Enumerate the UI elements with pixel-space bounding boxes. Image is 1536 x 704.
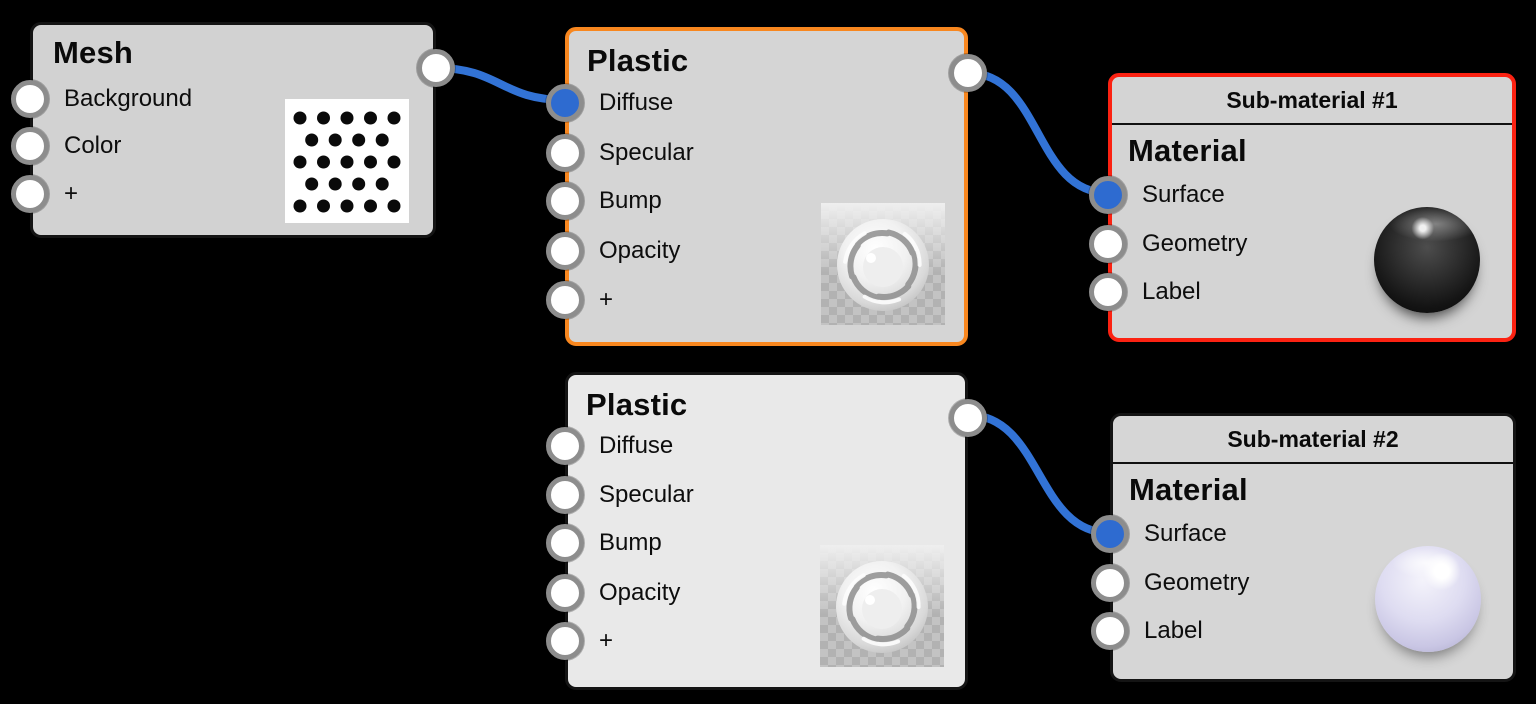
- node-title: Material: [1128, 133, 1247, 168]
- port-label: Geometry: [1144, 569, 1250, 596]
- port-label: Bump: [599, 529, 662, 556]
- port-row: +: [546, 622, 613, 660]
- output-port[interactable]: [949, 54, 987, 92]
- port-label: +: [64, 180, 79, 207]
- input-port-label[interactable]: [1091, 612, 1129, 650]
- input-port-bump[interactable]: [546, 182, 584, 220]
- port-row: Background: [11, 80, 192, 118]
- input-port-surface[interactable]: [1089, 176, 1127, 214]
- node-plastic-bottom[interactable]: Plastic Diffuse Specular Bump Opacity +: [546, 372, 987, 690]
- node-title: Material: [1129, 472, 1248, 507]
- halftone-pattern-thumbnail: [285, 99, 409, 223]
- input-port-specular[interactable]: [546, 134, 584, 172]
- port-row: Bump: [546, 182, 662, 220]
- wire-plastic2-to-submaterial2-surface[interactable]: [964, 411, 1114, 537]
- port-label: Specular: [599, 481, 694, 508]
- input-port-surface[interactable]: [1091, 515, 1129, 553]
- port-label: Diffuse: [599, 432, 674, 459]
- port-label: +: [599, 627, 614, 654]
- add-input-port-button[interactable]: [546, 622, 584, 660]
- input-port-background[interactable]: [11, 80, 49, 118]
- output-port[interactable]: [417, 49, 455, 87]
- node-plastic-top[interactable]: Plastic Diffuse Specular Bump Opacity +: [546, 27, 987, 346]
- port-row: Geometry: [1089, 225, 1247, 263]
- submaterial-header: Sub-material #2: [1113, 416, 1513, 464]
- port-row: Specular: [546, 476, 694, 514]
- node-mesh[interactable]: Mesh Background Color +: [11, 22, 455, 238]
- node-submaterial-2[interactable]: Sub-material #2 Material Surface Geometr…: [1091, 413, 1516, 682]
- add-input-port-button[interactable]: [546, 281, 584, 319]
- input-port-specular[interactable]: [546, 476, 584, 514]
- input-port-color[interactable]: [11, 127, 49, 165]
- node-submaterial-1[interactable]: Sub-material #1 Material Surface Geometr…: [1089, 73, 1516, 342]
- port-label: Color: [64, 132, 122, 159]
- port-label: Diffuse: [599, 89, 674, 116]
- add-input-port-button[interactable]: [11, 175, 49, 213]
- input-port-opacity[interactable]: [546, 574, 584, 612]
- port-row: Diffuse: [546, 427, 673, 465]
- input-port-geometry[interactable]: [1091, 564, 1129, 602]
- port-row: Opacity: [546, 574, 680, 612]
- port-label: Bump: [599, 187, 662, 214]
- material-preview-sphere: [1374, 207, 1480, 313]
- wire-plastic-to-submaterial1-surface[interactable]: [964, 69, 1112, 197]
- submaterial-header: Sub-material #1: [1112, 77, 1512, 125]
- port-row: Surface: [1091, 515, 1227, 553]
- node-title: Mesh: [53, 35, 134, 70]
- input-port-label[interactable]: [1089, 273, 1127, 311]
- output-port[interactable]: [949, 399, 987, 437]
- port-label: Label: [1144, 617, 1203, 644]
- shader-ball-thumbnail: [821, 203, 945, 325]
- port-row: Geometry: [1091, 564, 1249, 602]
- port-label: Opacity: [599, 237, 681, 264]
- input-port-diffuse[interactable]: [546, 84, 584, 122]
- port-row: Opacity: [546, 232, 680, 270]
- node-title: Plastic: [586, 387, 688, 422]
- material-preview-sphere: [1375, 546, 1481, 652]
- port-row: Specular: [546, 134, 694, 172]
- port-label: Geometry: [1142, 230, 1248, 257]
- wire-mesh-to-plastic-diffuse[interactable]: [432, 64, 569, 104]
- input-port-diffuse[interactable]: [546, 427, 584, 465]
- input-port-bump[interactable]: [546, 524, 584, 562]
- port-row: Color: [11, 127, 121, 165]
- port-label: Label: [1142, 278, 1201, 305]
- port-row: Diffuse: [546, 84, 673, 122]
- port-row: Bump: [546, 524, 662, 562]
- port-label: Opacity: [599, 579, 681, 606]
- port-label: Specular: [599, 139, 694, 166]
- port-label: Surface: [1142, 181, 1225, 208]
- port-row: Label: [1091, 612, 1203, 650]
- port-row: +: [11, 175, 78, 213]
- port-label: Surface: [1144, 520, 1227, 547]
- port-row: +: [546, 281, 613, 319]
- port-row: Label: [1089, 273, 1201, 311]
- input-port-opacity[interactable]: [546, 232, 584, 270]
- port-row: Surface: [1089, 176, 1225, 214]
- node-title: Plastic: [587, 43, 689, 78]
- input-port-geometry[interactable]: [1089, 225, 1127, 263]
- port-label: Background: [64, 85, 193, 112]
- shader-ball-thumbnail: [820, 545, 944, 667]
- port-label: +: [599, 286, 614, 313]
